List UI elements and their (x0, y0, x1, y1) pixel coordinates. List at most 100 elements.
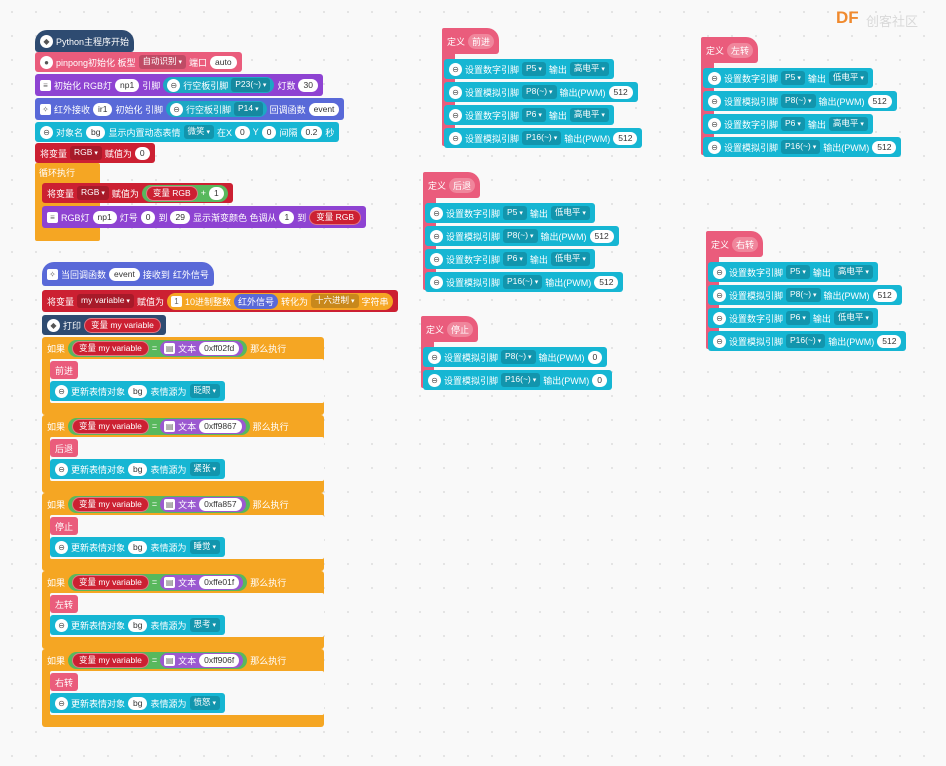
expr-dropdown[interactable]: 思考 (189, 618, 220, 632)
func-def-hat[interactable]: 定义 前进 (442, 28, 500, 54)
rgb-value-input[interactable]: 0 (134, 146, 150, 160)
update-face-block[interactable]: ⊖ 更新表情对象 bg 表情源为 思考 (50, 615, 225, 635)
rgb-var-dropdown[interactable]: RGB (70, 146, 102, 160)
func-def-hat[interactable]: 定义 后退 (423, 172, 481, 198)
led-count-input[interactable]: 30 (298, 78, 318, 92)
analog-pin-block[interactable]: ⊖ 设置模拟引脚 P16(~) 输出(PWM) 512 (425, 272, 624, 292)
ir-init-block[interactable]: ✧ 红外接收 ir1 初始化 引脚 ⊖ 行空板引脚 P14 回调函数 event (35, 98, 345, 120)
obj-input[interactable]: bg (128, 618, 148, 632)
hue-from-input[interactable]: 1 (279, 210, 295, 224)
x-input[interactable]: 0 (235, 125, 250, 139)
rgb-pin-dropdown[interactable]: P23(~) (231, 78, 271, 92)
func-name-field[interactable]: 右转 (732, 236, 759, 252)
level-dropdown[interactable]: 低电平 (550, 252, 590, 266)
callback-hat-block[interactable]: ✧ 当回调函数 event 接收到 红外信号 (42, 262, 214, 286)
func-name-field[interactable]: 前进 (468, 33, 495, 49)
level-dropdown[interactable]: 低电平 (550, 206, 590, 220)
text-reporter[interactable]: ▤ 文本 0xffe01f (160, 574, 244, 590)
pwm-value-input[interactable]: 512 (872, 140, 897, 154)
ir-code-input[interactable]: 0xff9867 (199, 419, 242, 433)
level-dropdown[interactable]: 低电平 (828, 71, 868, 85)
pin-dropdown[interactable]: P5 (503, 206, 527, 220)
analog-pin-block[interactable]: ⊖ 设置模拟引脚 P16(~) 输出(PWM) 0 (423, 370, 612, 390)
call-func-block[interactable]: 停止 (50, 517, 79, 535)
add-expression[interactable]: 变量 RGB + 1 (141, 184, 228, 202)
pwm-value-input[interactable]: 0 (587, 350, 603, 364)
rgb-var-dropdown[interactable]: RGB (77, 186, 109, 200)
level-dropdown[interactable]: 低电平 (833, 311, 873, 325)
expr-dropdown[interactable]: 微笑 (183, 125, 214, 139)
increment-input[interactable]: 1 (208, 186, 224, 200)
pwm-value-input[interactable]: 512 (613, 131, 638, 145)
digital-pin-block[interactable]: ⊖ 设置数字引脚 P6 输出 低电平 (708, 308, 878, 328)
pin-dropdown[interactable]: P16(~) (786, 334, 826, 348)
myvar-reporter[interactable]: 变量 my variable (72, 574, 149, 590)
pwm-value-input[interactable]: 512 (867, 94, 892, 108)
obj-input[interactable]: bg (86, 125, 106, 139)
myvar-reporter[interactable]: 变量 my variable (72, 496, 149, 512)
board-dropdown[interactable]: 自动识别 (138, 55, 187, 69)
analog-pin-block[interactable]: ⊖ 设置模拟引脚 P8(~) 输出(PWM) 0 (423, 347, 608, 367)
pin-dropdown[interactable]: P6 (522, 108, 546, 122)
pwm-value-input[interactable]: 512 (608, 85, 633, 99)
obj-input[interactable]: bg (128, 462, 148, 476)
text-reporter[interactable]: ▤ 文本 0xff9867 (160, 418, 246, 434)
pwm-value-input[interactable]: 0 (592, 373, 607, 387)
expr-dropdown[interactable]: 眨眼 (189, 384, 220, 398)
callback-fn-input[interactable]: event (109, 267, 140, 281)
update-face-block[interactable]: ⊖ 更新表情对象 bg 表情源为 眨眼 (50, 381, 225, 401)
ir-code-input[interactable]: 0xff906f (199, 653, 240, 667)
y-input[interactable]: 0 (261, 125, 277, 139)
call-func-block[interactable]: 后退 (50, 439, 79, 457)
board-pin-block[interactable]: ⊖ 行空板引脚 P23(~) (163, 77, 275, 93)
pwm-value-input[interactable]: 512 (872, 288, 897, 302)
func-def-hat[interactable]: 定义 停止 (421, 316, 479, 342)
rgb-var-reporter[interactable]: 变量 RGB (145, 185, 198, 201)
pwm-value-input[interactable]: 512 (589, 229, 614, 243)
digital-pin-block[interactable]: ⊖ 设置数字引脚 P6 输出 高电平 (444, 105, 614, 125)
print-block[interactable]: ◆ 打印 变量 my variable (42, 315, 166, 335)
to-input[interactable]: 29 (170, 210, 190, 224)
analog-pin-block[interactable]: ⊖ 设置模拟引脚 P16(~) 输出(PWM) 512 (703, 137, 902, 157)
obj-input[interactable]: bg (128, 696, 148, 710)
face-display-block[interactable]: ⊖ 对象名 bg 显示内置动态表情 微笑 在X 0 Y 0 间隔 0.2 秒 (35, 122, 340, 142)
format-dropdown[interactable]: 十六进制 (311, 294, 359, 308)
interval-input[interactable]: 0.2 (300, 125, 323, 139)
pwm-value-input[interactable]: 512 (594, 275, 619, 289)
pin-dropdown[interactable]: P8(~) (781, 94, 816, 108)
func-def-hat[interactable]: 定义 右转 (706, 231, 764, 257)
digital-pin-block[interactable]: ⊖ 设置数字引脚 P6 输出 高电平 (703, 114, 873, 134)
text-reporter[interactable]: ▤ 文本 0xff906f (160, 652, 244, 668)
callback-input[interactable]: event (308, 102, 340, 116)
obj-input[interactable]: bg (128, 384, 148, 398)
func-name-field[interactable]: 停止 (447, 321, 474, 337)
loop-set-block[interactable]: 将变量 RGB 赋值为 变量 RGB + 1 (42, 183, 233, 203)
set-rgb-block[interactable]: 将变量 RGB 赋值为 0 (35, 143, 155, 163)
python-main-start-block[interactable]: ◆ Python主程序开始 (35, 30, 135, 52)
digital-pin-block[interactable]: ⊖ 设置数字引脚 P5 输出 高电平 (444, 59, 614, 79)
pin-dropdown[interactable]: P6 (781, 117, 805, 131)
set-myvar-block[interactable]: 将变量 my variable 赋值为 1 10进制整数 红外信号 转化为 十六… (42, 290, 398, 312)
myvar-reporter[interactable]: 变量 my variable (72, 652, 149, 668)
text-reporter[interactable]: ▤ 文本 0xffa857 (160, 496, 246, 512)
pin-dropdown[interactable]: P6 (503, 252, 527, 266)
equals-expression[interactable]: 变量 my variable = ▤ 文本 0xffa857 (68, 495, 250, 513)
analog-pin-block[interactable]: ⊖ 设置模拟引脚 P8(~) 输出(PWM) 512 (708, 285, 902, 305)
func-name-field[interactable]: 左转 (727, 42, 754, 58)
myvar-reporter[interactable]: 变量 my variable (84, 317, 161, 333)
pin-dropdown[interactable]: P16(~) (781, 140, 821, 154)
pin-dropdown[interactable]: P16(~) (503, 275, 543, 289)
pin-dropdown[interactable]: P16(~) (501, 373, 541, 387)
equals-expression[interactable]: 变量 my variable = ▤ 文本 0xff9867 (68, 417, 250, 435)
pin-dropdown[interactable]: P16(~) (522, 131, 562, 145)
analog-pin-block[interactable]: ⊖ 设置模拟引脚 P8(~) 输出(PWM) 512 (444, 82, 638, 102)
level-dropdown[interactable]: 高电平 (833, 265, 873, 279)
equals-expression[interactable]: 变量 my variable = ▤ 文本 0xffe01f (68, 573, 248, 591)
ir-code-input[interactable]: 0xffa857 (199, 497, 242, 511)
myvar-dropdown[interactable]: my variable (77, 294, 134, 308)
analog-pin-block[interactable]: ⊖ 设置模拟引脚 P8(~) 输出(PWM) 512 (425, 226, 619, 246)
pin-dropdown[interactable]: P5 (781, 71, 805, 85)
pinpong-init-block[interactable]: ● pinpong初始化 板型 自动识别 端口 auto (35, 52, 242, 72)
digital-pin-block[interactable]: ⊖ 设置数字引脚 P5 输出 高电平 (708, 262, 878, 282)
expr-dropdown[interactable]: 愤怒 (189, 696, 220, 710)
